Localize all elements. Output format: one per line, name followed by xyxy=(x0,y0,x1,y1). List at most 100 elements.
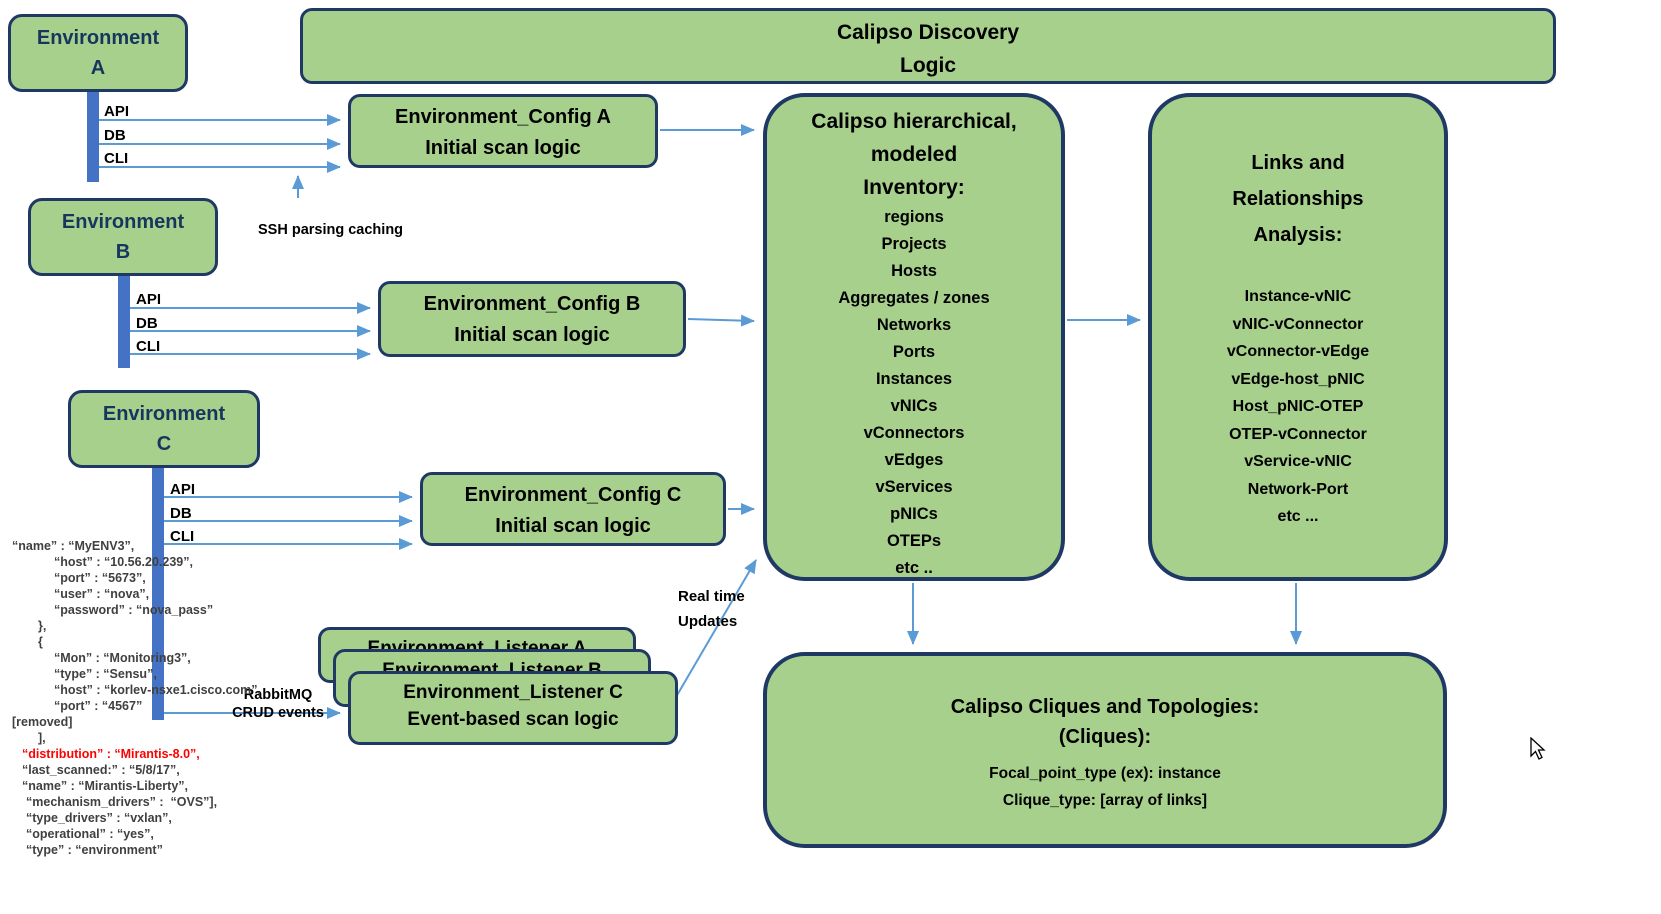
environment-config-a-box: Environment_Config A Initial scan logic xyxy=(348,94,658,168)
channel-label: DB xyxy=(104,126,126,144)
links-item: vNIC-vConnector xyxy=(1232,315,1364,333)
inventory-item: vEdges xyxy=(884,451,944,469)
environment-a-box: Environment A xyxy=(8,14,188,92)
inventory-item: pNICs xyxy=(890,505,938,523)
links-item: Instance-vNIC xyxy=(1244,288,1352,305)
code-line: “name” : “MyENV3”, xyxy=(12,539,135,553)
config-a-title: Environment_Config A xyxy=(395,106,611,128)
cliques-clique-type-line: Clique_type: [array of links] xyxy=(1002,792,1208,809)
code-line: “user” : “nova”, xyxy=(54,587,150,601)
code-line: “mechanism_drivers” : “OVS”], xyxy=(26,795,218,809)
code-line: “distribution” : “Mirantis-8.0”, xyxy=(22,747,200,761)
cliques-title-line1: Calipso Cliques and Topologies: xyxy=(950,696,1260,718)
environment-b-label-line2: B xyxy=(115,241,131,263)
links-item: Host_pNIC-OTEP xyxy=(1232,398,1364,415)
real-time-updates-label: Real time Updates xyxy=(678,584,745,634)
environment-c-label-line2: C xyxy=(156,433,172,455)
inventory-title-line: Calipso hierarchical, xyxy=(811,110,1017,133)
diagram-title-line1: Calipso Discovery xyxy=(836,21,1020,44)
inventory-item: Projects xyxy=(881,235,947,253)
config-a-subtitle: Initial scan logic xyxy=(425,137,581,159)
config-c-subtitle: Initial scan logic xyxy=(495,515,651,537)
code-line: }, xyxy=(38,619,47,633)
inventory-item: regions xyxy=(884,208,944,226)
config-b-subtitle: Initial scan logic xyxy=(454,324,610,346)
environment-b-connector-bar xyxy=(118,276,130,368)
code-line: “type” : “environment” xyxy=(26,843,163,857)
realtime-label-line2: Updates xyxy=(678,613,738,630)
diagram-title-box: Calipso Discovery Logic xyxy=(300,8,1556,84)
channel-label: API xyxy=(170,481,196,498)
inventory-item: vConnectors xyxy=(863,424,965,442)
links-item: etc ... xyxy=(1277,508,1319,525)
environment-c-box: Environment C xyxy=(68,390,260,468)
cliques-focal-point-line: Focal_point_type (ex): instance xyxy=(989,765,1221,782)
environment-b-label-line1: Environment xyxy=(61,211,185,233)
environment-c-label-line1: Environment xyxy=(102,403,226,425)
code-line: [removed] xyxy=(12,715,73,729)
environment-a-channels: API DB CLI xyxy=(104,103,129,174)
arrow-config-b-to-inventory xyxy=(687,314,755,327)
code-line: “host” : “korlev-nsxe1.cisco.com”, xyxy=(54,683,262,697)
cliques-title-line2: (Cliques): xyxy=(1058,726,1152,748)
inventory-title-line: modeled xyxy=(870,143,958,166)
rabbitmq-label-line1: RabbitMQ xyxy=(243,687,313,703)
links-title-line: Analysis: xyxy=(1253,224,1343,246)
listener-c-title: Environment_Listener C xyxy=(403,682,623,703)
inventory-title-line: Inventory: xyxy=(863,176,965,199)
channel-label: CLI xyxy=(170,528,195,545)
environment-b-box: Environment B xyxy=(28,198,218,276)
inventory-item: Aggregates / zones xyxy=(838,289,990,307)
cliques-box: Calipso Cliques and Topologies: (Cliques… xyxy=(763,652,1447,848)
rabbitmq-crud-events-label: RabbitMQ CRUD events xyxy=(222,686,334,722)
code-line: “password” : “nova_pass” xyxy=(54,603,214,617)
config-b-title: Environment_Config B xyxy=(423,293,641,315)
channel-label: API xyxy=(104,103,130,120)
channel-label: API xyxy=(136,291,162,308)
inventory-item: OTEPs xyxy=(886,532,942,550)
inventory-item: vNICs xyxy=(890,397,938,415)
code-line: “operational” : “yes”, xyxy=(26,827,154,841)
config-c-title: Environment_Config C xyxy=(464,484,682,506)
inventory-item: Ports xyxy=(892,343,936,361)
ssh-parsing-caching-label: SSH parsing caching xyxy=(258,222,404,238)
code-line: “last_scanned:” : “5/8/17”, xyxy=(22,763,180,777)
links-title-line: Links and xyxy=(1251,152,1345,174)
channel-label: CLI xyxy=(104,150,129,167)
links-item: vConnector-vEdge xyxy=(1226,343,1370,360)
code-line: { xyxy=(38,635,43,649)
links-item: vEdge-host_pNIC xyxy=(1231,370,1365,388)
channel-label: DB xyxy=(170,504,192,522)
links-item: Network-Port xyxy=(1247,480,1349,498)
code-line: “type_drivers” : “vxlan”, xyxy=(26,811,172,825)
channel-label: CLI xyxy=(136,338,161,355)
inventory-item: Instances xyxy=(875,370,953,388)
code-line: ], xyxy=(38,731,46,745)
environment-c-connector-bar xyxy=(152,468,164,720)
inventory-item: etc .. xyxy=(895,559,933,577)
code-line: “port” : “4567” xyxy=(54,699,143,713)
mouse-cursor xyxy=(1530,736,1552,766)
code-line: “port” : “5673”, xyxy=(54,571,146,585)
environment-a-label-line1: Environment xyxy=(36,27,160,49)
code-line: “type” : “Sensu”, xyxy=(54,667,157,681)
links-item: OTEP-vConnector xyxy=(1229,425,1367,443)
code-line: “host” : “10.56.20.239”, xyxy=(54,555,193,569)
links-analysis-items: Instance-vNIC vNIC-vConnector vConnector-v… xyxy=(1152,283,1444,531)
environment-config-c-box: Environment_Config C Initial scan logic xyxy=(420,472,726,546)
channel-label: DB xyxy=(136,314,158,332)
links-title-line: Relationships xyxy=(1232,188,1364,210)
environment-c-channels: API DB CLI xyxy=(170,481,195,552)
links-item: vService-vNIC xyxy=(1244,453,1352,470)
environment-a-label-line2: A xyxy=(90,57,106,79)
inventory-item: Hosts xyxy=(891,262,937,280)
environment-b-channels: API DB CLI xyxy=(136,291,161,362)
listener-c-subtitle: Event-based scan logic xyxy=(407,709,619,730)
code-line: “Mon” : “Monitoring3”, xyxy=(54,651,191,665)
code-line: “name” : “Mirantis-Liberty”, xyxy=(22,779,188,793)
